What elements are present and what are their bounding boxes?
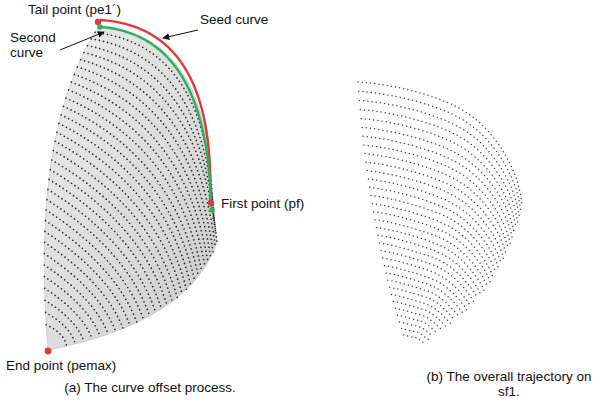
trajectory-row xyxy=(74,74,210,257)
trajectory-row xyxy=(46,325,66,346)
end-point xyxy=(45,348,52,355)
point-label: First point (pf) xyxy=(221,196,304,211)
trajectory-row xyxy=(364,145,510,244)
first-point xyxy=(209,207,215,213)
trajectory-row xyxy=(388,280,459,317)
curve-label: Second curve xyxy=(10,30,66,60)
trajectory-row xyxy=(386,273,463,314)
trajectory-row xyxy=(380,243,478,299)
trajectory-row xyxy=(366,162,506,254)
trajectory-row xyxy=(66,98,202,272)
trajectory-row xyxy=(375,220,487,287)
trajectory-row xyxy=(50,170,167,306)
trajectory-row xyxy=(88,46,216,234)
subfigure-caption: (b) The overall trajectory on sf1. xyxy=(414,369,604,399)
trajectory-row xyxy=(381,251,474,303)
trajectory-row xyxy=(44,265,108,334)
trajectory-row xyxy=(395,308,442,330)
trajectory-row xyxy=(52,160,172,301)
trajectory-row xyxy=(45,288,93,339)
leader-line xyxy=(60,32,104,50)
trajectory-row xyxy=(397,315,438,333)
surface xyxy=(44,26,217,350)
trajectory-row xyxy=(44,254,115,332)
trajectory-row xyxy=(71,82,208,262)
first-point xyxy=(208,200,214,206)
trajectory-row xyxy=(61,115,195,281)
trajectory-row xyxy=(45,221,136,323)
trajectory-row xyxy=(401,329,428,340)
trajectory-row xyxy=(371,196,496,273)
trajectory-row xyxy=(358,82,522,205)
trajectory-dots xyxy=(358,82,522,342)
trajectory-row xyxy=(384,266,466,311)
trajectory-row xyxy=(363,136,512,238)
point-label: Tail point (pe1´) xyxy=(28,2,121,17)
trajectory-row xyxy=(404,335,424,342)
trajectory-row xyxy=(359,91,521,211)
trajectory-row xyxy=(45,300,84,341)
trajectory-row xyxy=(59,123,191,285)
trajectory-row xyxy=(390,287,455,320)
point-label: End point (pemax) xyxy=(6,358,116,373)
trajectory-row xyxy=(53,151,177,298)
trajectory-row xyxy=(378,235,481,294)
trajectory-row xyxy=(46,210,143,319)
trajectory-row xyxy=(69,90,205,267)
trajectory-row xyxy=(362,127,514,233)
trajectory-row xyxy=(49,179,161,308)
trajectory-row xyxy=(399,322,433,336)
second-curve xyxy=(101,27,211,207)
trajectory-row xyxy=(367,171,503,259)
trajectory-row xyxy=(45,231,130,325)
trajectory-row xyxy=(44,277,100,337)
tail-point xyxy=(97,24,103,30)
subfigure-caption: (a) The curve offset process. xyxy=(30,380,270,395)
curve-label: Seed curve xyxy=(200,12,268,27)
trajectory-row xyxy=(55,141,182,293)
leader-line xyxy=(163,30,198,38)
trajectory-row xyxy=(46,312,76,343)
